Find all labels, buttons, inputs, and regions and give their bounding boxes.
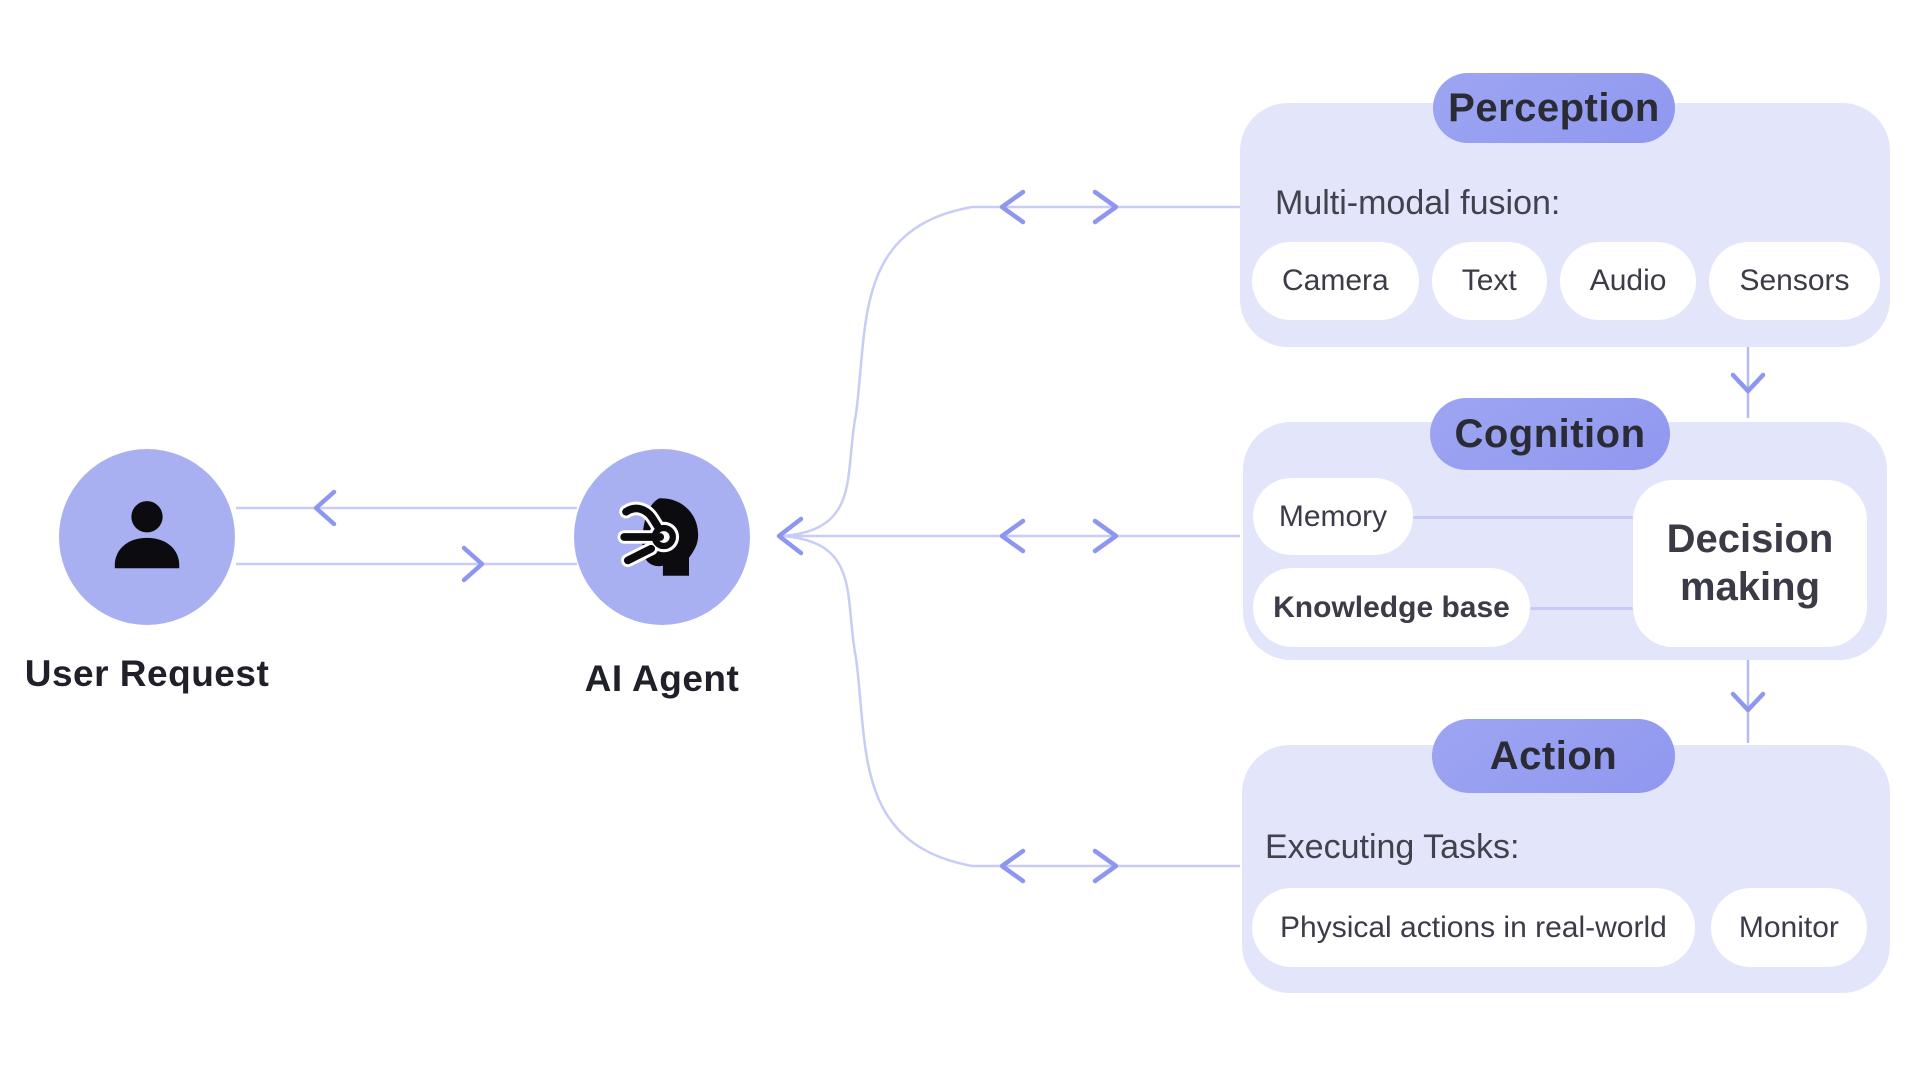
arrowhead-left-to-agent-hub [776,516,804,556]
arrowhead-left-to-user [313,489,337,527]
user-node-circle [59,449,235,625]
double-arrow-bottom-left [999,848,1026,884]
chip-knowledge-base: Knowledge base [1253,568,1530,647]
knowledge-to-decision-line [1530,607,1633,610]
action-subtitle: Executing Tasks: [1265,828,1520,866]
action-title-pill: Action [1432,719,1675,793]
chip-sensors: Sensors [1709,242,1880,320]
branch-curve-top [781,205,1240,538]
perception-title-pill: Perception [1433,73,1675,143]
double-arrow-top-left [999,189,1026,225]
chip-physical-actions: Physical actions in real-world [1252,888,1695,967]
chip-camera: Camera [1252,242,1419,320]
perception-subtitle: Multi-modal fusion: [1275,184,1561,222]
ai-head-icon [617,498,699,576]
double-arrow-bottom-right [1092,848,1119,884]
double-arrow-middle-right [1092,518,1119,554]
chip-monitor: Monitor [1710,888,1867,967]
chip-memory: Memory [1253,478,1413,555]
branch-curve-bottom [781,534,1240,868]
cognition-title-pill: Cognition [1430,398,1670,470]
arrowhead-down-to-action [1730,691,1766,713]
cognition-panel: Memory Knowledge base Decision making [1243,422,1887,660]
decision-making-box: Decision making [1633,480,1867,647]
memory-to-decision-line [1413,516,1633,519]
double-arrow-middle-left [999,518,1026,554]
ai-agent-label: AI Agent [584,658,740,699]
arrowhead-right-to-agent [461,545,485,583]
perception-chip-row: Camera Text Audio Sensors [1252,242,1880,320]
user-request-label: User Request [24,653,270,694]
action-chip-row: Physical actions in real-world Monitor [1252,888,1867,967]
double-arrow-top-right [1092,189,1119,225]
chip-text: Text [1431,242,1547,320]
chip-audio: Audio [1559,242,1697,320]
arrowhead-down-to-cognition [1730,372,1766,394]
agent-node-circle [574,449,750,625]
person-icon [114,501,180,569]
